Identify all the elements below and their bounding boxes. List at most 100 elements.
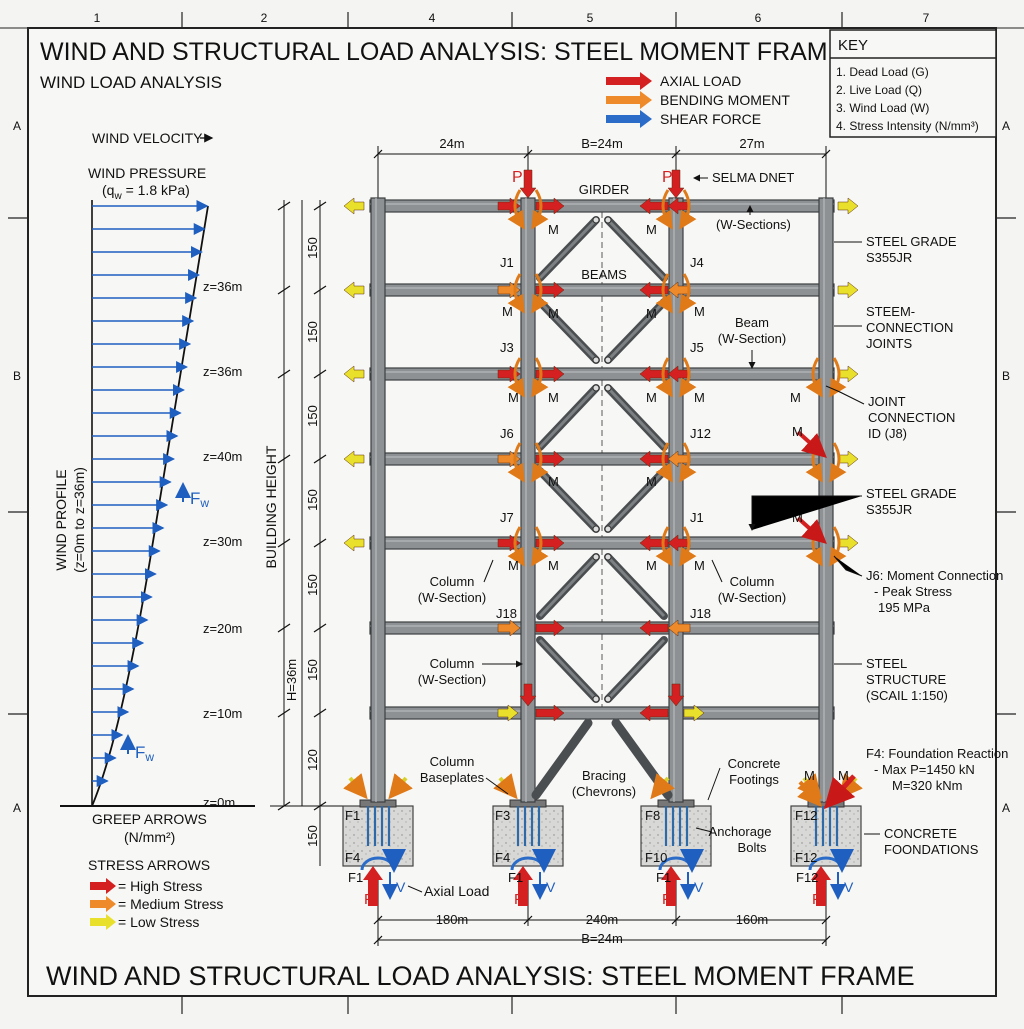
dim-tick <box>277 285 291 295</box>
dimension-texts: 24m B=24m 27m 180m 240m 160m B=24m BUILD… <box>263 136 768 946</box>
v-label: V <box>694 879 704 895</box>
fw-label: Fw <box>135 743 154 764</box>
wind-velocity-label: WIND VELOCITY <box>92 130 203 146</box>
beam-label: Beam <box>735 315 769 330</box>
grid-row-label: B <box>13 369 21 383</box>
moment-arrow <box>531 189 549 230</box>
stress-low-arrow <box>90 914 116 930</box>
moment-arrow <box>531 357 549 398</box>
dim-tick <box>277 454 291 464</box>
moment-arc <box>808 848 854 873</box>
footing-id-label: F12 <box>795 808 817 823</box>
moment-arrow <box>531 526 549 567</box>
moment-label: M <box>790 390 801 405</box>
storey-dimension: 150 <box>305 321 320 343</box>
steel-beam <box>369 199 835 213</box>
force-arrow <box>796 516 827 545</box>
axial-load-arrow <box>519 683 537 707</box>
moment-arrow <box>679 273 697 314</box>
moment-arc <box>510 848 556 873</box>
moment-label: M <box>646 222 657 237</box>
dim-tick <box>277 623 291 633</box>
dim-tick <box>373 915 383 925</box>
axial-load-arrow <box>639 619 669 637</box>
stress-low-label: = Low Stress <box>118 914 199 930</box>
moment-label: M <box>548 306 559 321</box>
joint-label: J1 <box>690 510 704 525</box>
moment-arrow <box>655 357 673 398</box>
axial-load-arrow <box>639 704 669 722</box>
moment-arrow <box>531 442 549 483</box>
axial-load-arrow <box>535 619 565 637</box>
footing-id-label: F3 <box>495 808 510 823</box>
greep-unit-label: (N/mm²) <box>124 829 175 845</box>
joint-label: J1 <box>500 255 514 270</box>
wind-pressure-label: WIND PRESSURE <box>88 165 206 181</box>
key-item: 1. Dead Load (G) <box>836 65 929 79</box>
f4-note: F4: Foundation Reaction <box>866 746 1008 761</box>
joint-id-note: ID (J8) <box>868 426 907 441</box>
footing-id-label: F1 <box>348 870 363 885</box>
connection-note: CONNECTION <box>866 320 953 335</box>
joint-label: J6 <box>500 426 514 441</box>
joint-label: J5 <box>690 340 704 355</box>
beams-label: BEAMS <box>581 267 627 282</box>
wind-load-arrow <box>683 704 705 722</box>
moment-label: M <box>646 306 657 321</box>
moment-arrow <box>679 442 697 483</box>
wind-height-label: z=20m <box>203 621 242 636</box>
dim-tick <box>313 454 327 464</box>
dim-tick <box>277 201 291 211</box>
legend-shear-arrow <box>606 110 652 128</box>
joint-label: J4 <box>690 255 704 270</box>
moment-label: M <box>508 390 519 405</box>
column-label: Column <box>730 574 775 589</box>
steel-beam <box>369 367 835 381</box>
right-notes: STEEL GRADE S355JR STEEM- CONNECTION JOI… <box>748 234 1008 857</box>
wind-load-arrow <box>343 534 365 552</box>
brace-highlight <box>606 555 666 618</box>
f4-note: M=320 kNm <box>892 778 962 793</box>
grid-column-label: 1 <box>94 11 101 25</box>
wind-load-arrow <box>497 704 519 722</box>
dim-tick <box>277 538 291 548</box>
brace-gusset <box>604 525 612 533</box>
brace-gusset <box>604 356 612 364</box>
wind-load-arrow <box>343 281 365 299</box>
axial-load-label: Axial Load <box>424 883 489 899</box>
footing-id-label: F1 <box>345 808 360 823</box>
brace-highlight <box>538 638 598 701</box>
joint-load-arrow <box>497 619 521 637</box>
steel-grade-value: S355JR <box>866 250 912 265</box>
structure-note: STEEL <box>866 656 907 671</box>
foundation-note: CONCRETE <box>884 826 957 841</box>
footing-id-label: F1 <box>508 870 523 885</box>
footing-id-label: F1 <box>656 870 671 885</box>
dim-tick <box>313 285 327 295</box>
storey-dimension: 150 <box>305 659 320 681</box>
moment-arrow <box>679 357 697 398</box>
grid-row-label: A <box>13 801 21 815</box>
brace-gusset <box>592 553 600 561</box>
baseplates-label: Column <box>430 754 475 769</box>
storey-dimension: 120 <box>305 749 320 771</box>
dim-tick <box>671 149 681 159</box>
brace-gusset <box>592 695 600 703</box>
footing-id-label: F10 <box>645 850 667 865</box>
dim-tick <box>277 369 291 379</box>
dim-tick <box>523 149 533 159</box>
wind-pressure-value: (qw = 1.8 kPa) <box>102 182 190 202</box>
concrete-footing <box>790 799 862 906</box>
dim-tick <box>373 149 383 159</box>
dimension-ticks <box>277 149 831 945</box>
storey-dimension: 150 <box>305 825 320 847</box>
baseplate-load-arrow <box>493 773 518 800</box>
wind-height-label: z=36m <box>203 279 242 294</box>
column-wsection-label: (W-Section) <box>418 672 486 687</box>
beam-wsection-label: (W-Section) <box>718 331 786 346</box>
joint-label: J7 <box>500 510 514 525</box>
storey-dimension: 150 <box>305 574 320 596</box>
moment-arrow <box>507 526 525 567</box>
